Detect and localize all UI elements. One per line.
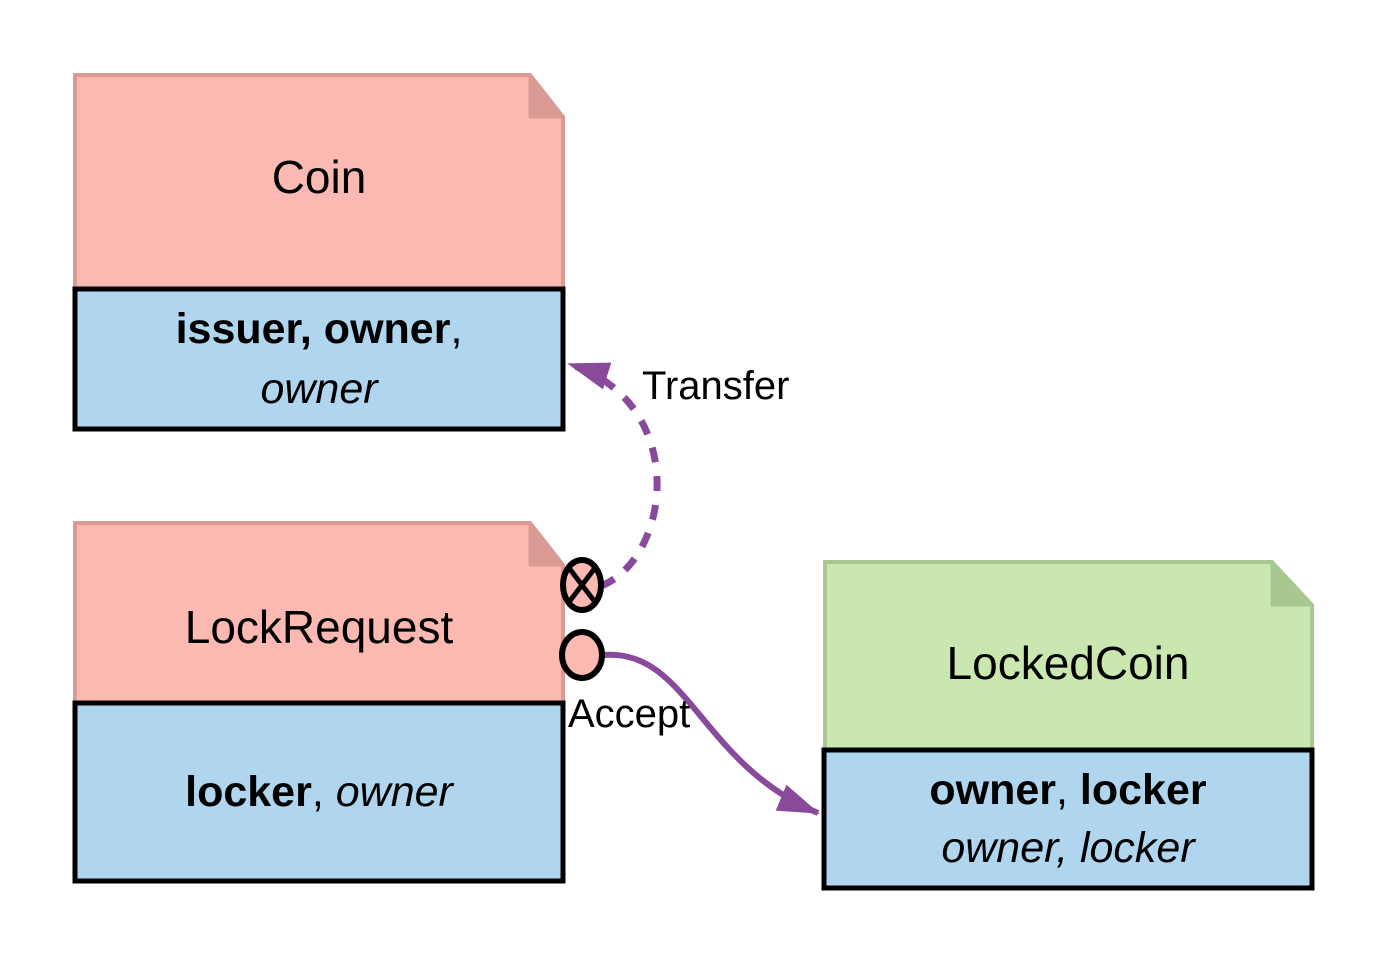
lockedcoin-fold-corner (1270, 560, 1314, 607)
lockrequest-attributes: locker, owner (75, 703, 563, 881)
coin-attributes: issuer, owner, owner (75, 289, 563, 429)
lockedcoin-template-shape (823, 560, 1314, 754)
coin-attributes-shape (72, 286, 566, 432)
lockrequest-signatories: locker (185, 768, 312, 816)
accept-edge-arrow (602, 651, 820, 816)
lockrequest-title: LockRequest (184, 601, 454, 653)
lockrequest-observers: owner (335, 768, 453, 816)
coin-attr-line-1: issuer, owner, (176, 299, 463, 359)
lockrequest-attr-separator: , (311, 768, 336, 816)
lockedcoin-attributes: owner, locker owner, locker (824, 750, 1312, 888)
lockrequest-attr-line-1: locker, owner (185, 762, 453, 822)
lockrequest-template-shape (73, 521, 565, 707)
lockedcoin-signatory-owner: owner (929, 766, 1057, 814)
nonconsuming-choice-icon (559, 629, 605, 681)
coin-title: Coin (271, 151, 367, 203)
lockedcoin-title: LockedCoin (946, 637, 1190, 689)
lockedcoin-attributes-shape (821, 747, 1315, 891)
lockrequest-fold-corner (528, 521, 565, 567)
coin-attr-separator: , (450, 305, 463, 353)
accept-edge-label: Accept (568, 692, 691, 736)
coin-fold-corner (528, 73, 565, 119)
lockedcoin-observers: owner, locker (941, 824, 1195, 872)
lockedcoin-attr-separator: , (1056, 766, 1080, 814)
lockrequest-attributes-shape (72, 700, 566, 884)
lockedcoin-signatory-locker: locker (1079, 766, 1207, 814)
coin-signatories: issuer, owner (175, 305, 451, 353)
lockedcoin-attr-line-2: owner, locker (941, 819, 1194, 877)
consuming-choice-icon (560, 557, 604, 613)
lockedcoin-attr-line-1: owner, locker (929, 761, 1206, 819)
coin-template-shape (73, 73, 565, 293)
coin-observers: owner (260, 365, 378, 413)
transfer-edge-arrow (567, 360, 661, 590)
transfer-edge-label: Transfer (642, 364, 790, 408)
coin-attr-line-2: owner (260, 359, 377, 419)
